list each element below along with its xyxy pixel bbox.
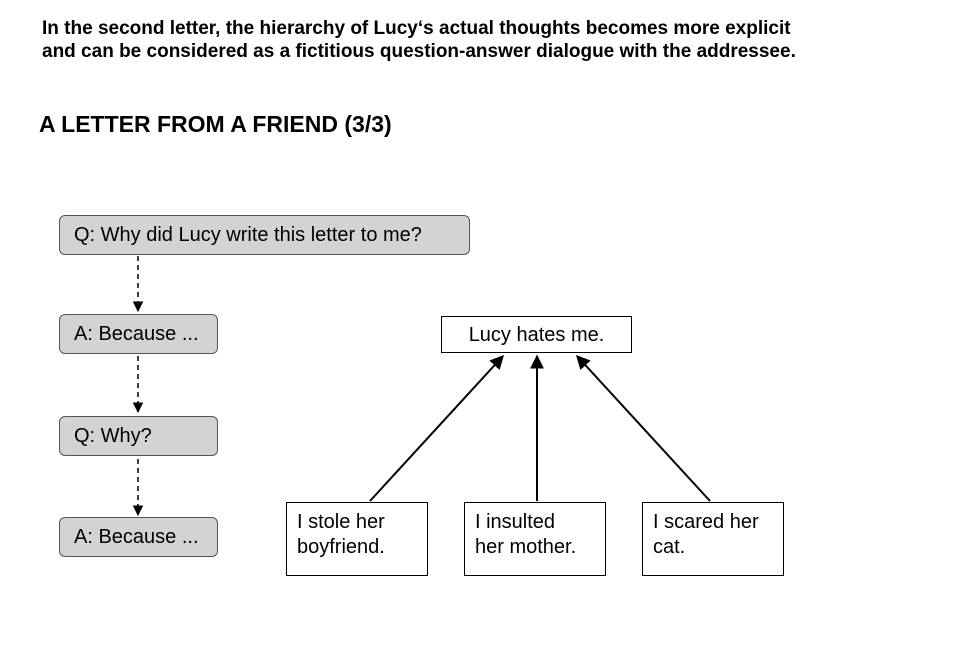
tree-root-box: Lucy hates me. (441, 316, 632, 353)
intro-text: In the second letter, the hierarchy of L… (42, 17, 942, 63)
intro-line-2: and can be considered as a fictitious qu… (42, 41, 796, 62)
tree-arrow-right (576, 354, 711, 502)
tree-leaf-box-boyfriend: I stole her boyfriend. (286, 502, 428, 576)
leaf-2-line-2: her mother. (475, 536, 577, 558)
question-box-why-letter: Q: Why did Lucy write this letter to me? (59, 215, 470, 255)
leaf-3-line-1: I scared her (653, 511, 759, 533)
leaf-3-line-2: cat. (653, 536, 686, 558)
tree-leaf-box-cat: I scared her cat. (642, 502, 784, 576)
slide-heading: A LETTER FROM A FRIEND (3/3) (39, 111, 392, 137)
leaf-1-line-2: boyfriend. (297, 536, 385, 558)
tree-arrow-left (369, 354, 504, 502)
intro-line-1: In the second letter, the hierarchy of L… (42, 18, 791, 39)
question-box-why: Q: Why? (59, 416, 218, 456)
answer-box-because-2: A: Because ... (59, 517, 218, 557)
answer-box-because-1: A: Because ... (59, 314, 218, 354)
leaf-2-line-1: I insulted (475, 511, 556, 533)
tree-leaf-box-mother: I insulted her mother. (464, 502, 606, 576)
leaf-1-line-1: I stole her (297, 511, 385, 533)
